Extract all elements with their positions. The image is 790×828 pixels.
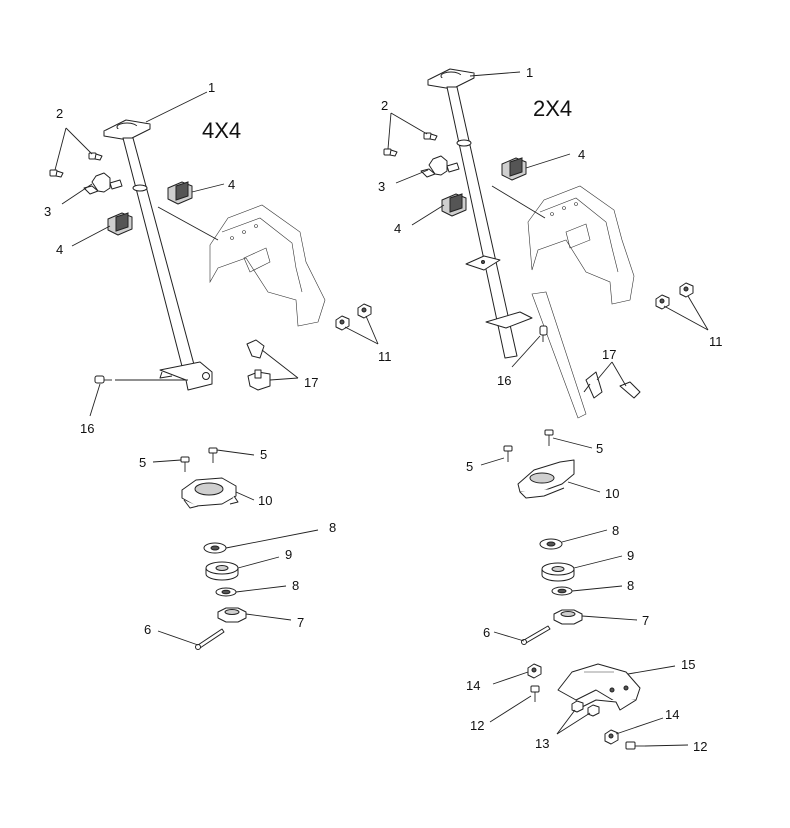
callout-3: 3 bbox=[378, 179, 385, 194]
bushing-2x4-lower bbox=[441, 193, 467, 217]
castle-nut-4x4 bbox=[217, 607, 247, 623]
callout-5: 5 bbox=[139, 455, 146, 470]
callout-8: 8 bbox=[612, 523, 619, 538]
bushing-2x4-upper bbox=[501, 157, 527, 181]
bolt-pair-2x4 bbox=[383, 132, 438, 157]
callout-17: 17 bbox=[304, 375, 318, 390]
frame-outline-left bbox=[209, 204, 326, 327]
steering-column-2x4 bbox=[427, 68, 546, 359]
callout-17: 17 bbox=[602, 347, 616, 362]
spacer-2x4 bbox=[541, 562, 575, 582]
clamp-bracket-4x4 bbox=[83, 172, 123, 195]
callout-1: 1 bbox=[208, 80, 215, 95]
callout-5: 5 bbox=[596, 441, 603, 456]
column-extension-2x4 bbox=[531, 291, 603, 419]
callout-14: 14 bbox=[466, 678, 480, 693]
spacer-4x4 bbox=[205, 561, 239, 581]
callout-8: 8 bbox=[329, 520, 336, 535]
steering-column-4x4 bbox=[103, 119, 219, 391]
callout-13: 13 bbox=[535, 736, 549, 751]
clamp-bracket-2x4 bbox=[420, 155, 460, 178]
callout-2: 2 bbox=[381, 98, 388, 113]
bushing-4x4-lower bbox=[107, 212, 133, 236]
variant-label-4x4: 4X4 bbox=[202, 118, 241, 143]
callout-11: 11 bbox=[709, 334, 723, 349]
bolt-16-2x4 bbox=[539, 325, 548, 342]
washer-lower-2x4 bbox=[551, 586, 573, 596]
callout-4: 4 bbox=[56, 242, 63, 257]
callout-8: 8 bbox=[627, 578, 634, 593]
callout-6: 6 bbox=[144, 622, 151, 637]
callout-9: 9 bbox=[627, 548, 634, 563]
castle-nut-2x4 bbox=[553, 609, 583, 625]
callout-10: 10 bbox=[605, 486, 619, 501]
callout-7: 7 bbox=[642, 613, 649, 628]
variant-label-2x4: 2X4 bbox=[533, 96, 572, 121]
callout-4: 4 bbox=[394, 221, 401, 236]
callout-4: 4 bbox=[578, 147, 585, 162]
bolt-16-4x4 bbox=[94, 375, 112, 384]
washer-upper-2x4 bbox=[539, 538, 563, 550]
flange-nut-pair-4x4 bbox=[335, 303, 372, 331]
bracket-17-2x4 bbox=[619, 381, 641, 399]
callout-4: 4 bbox=[228, 177, 235, 192]
cotter-pin-4x4 bbox=[195, 628, 225, 650]
nut-14-lower-2x4 bbox=[604, 729, 619, 745]
washer-upper-4x4 bbox=[203, 542, 227, 554]
frame-outline-right bbox=[527, 185, 635, 305]
cotter-pin-2x4 bbox=[521, 625, 551, 645]
callout-9: 9 bbox=[285, 547, 292, 562]
skid-plate-2x4 bbox=[557, 663, 641, 711]
bracket-pair-4x4 bbox=[246, 339, 271, 391]
callout-5: 5 bbox=[260, 447, 267, 462]
leader-lines-4x4 bbox=[54, 91, 379, 646]
callout-12: 12 bbox=[693, 739, 707, 754]
callout-2: 2 bbox=[56, 106, 63, 121]
callout-7: 7 bbox=[297, 615, 304, 630]
bolt-12-upper-2x4 bbox=[530, 685, 540, 702]
callout-12: 12 bbox=[470, 718, 484, 733]
flange-nut-pair-2x4 bbox=[655, 282, 694, 310]
callout-11: 11 bbox=[378, 349, 392, 364]
callout-3: 3 bbox=[44, 204, 51, 219]
washer-lower-4x4 bbox=[215, 587, 237, 597]
callout-5: 5 bbox=[466, 459, 473, 474]
callout-14: 14 bbox=[665, 707, 679, 722]
bearing-retainer-2x4 bbox=[517, 459, 575, 499]
bushing-4x4-upper bbox=[167, 181, 193, 205]
callout-10: 10 bbox=[258, 493, 272, 508]
bolt-12-lower-2x4 bbox=[625, 741, 645, 750]
leader-lines-2x4 bbox=[387, 71, 709, 747]
callout-16: 16 bbox=[497, 373, 511, 388]
bolt-pair-4x4 bbox=[49, 152, 103, 178]
callout-1: 1 bbox=[526, 65, 533, 80]
callout-16: 16 bbox=[80, 421, 94, 436]
assembly-4x4: 4X4 1 2 3 4 4 11 16 17 5 5 10 8 9 8 7 6 bbox=[44, 80, 392, 650]
assembly-2x4: 2X4 1 2 3 4 4 11 17 16 5 5 10 8 9 8 7 6 … bbox=[378, 65, 723, 754]
bolt-5-4x4 bbox=[180, 447, 218, 472]
bearing-retainer-4x4 bbox=[181, 477, 239, 509]
nut-14-upper-2x4 bbox=[527, 663, 542, 679]
callout-6: 6 bbox=[483, 625, 490, 640]
callout-8: 8 bbox=[292, 578, 299, 593]
bolt-5-2x4 bbox=[503, 429, 554, 462]
callout-15: 15 bbox=[681, 657, 695, 672]
